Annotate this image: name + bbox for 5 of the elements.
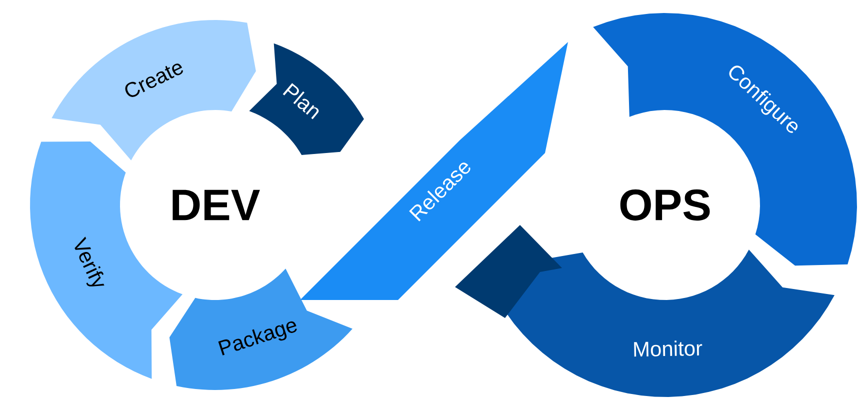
arrow-segment: Monitor bbox=[498, 250, 835, 397]
arrow-segment: Package bbox=[169, 268, 352, 390]
arrow-shape bbox=[455, 225, 562, 318]
center-label: OPS bbox=[620, 189, 710, 221]
arrow-segment: Create bbox=[52, 20, 256, 160]
